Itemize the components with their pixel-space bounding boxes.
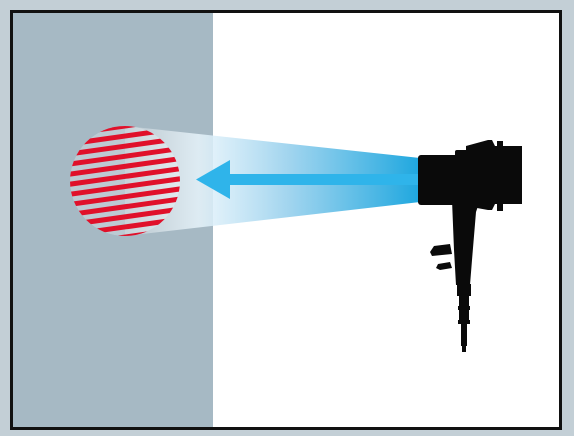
spray-gun-icon	[418, 140, 522, 352]
direction-arrow	[196, 160, 422, 199]
frame-border	[10, 10, 562, 430]
